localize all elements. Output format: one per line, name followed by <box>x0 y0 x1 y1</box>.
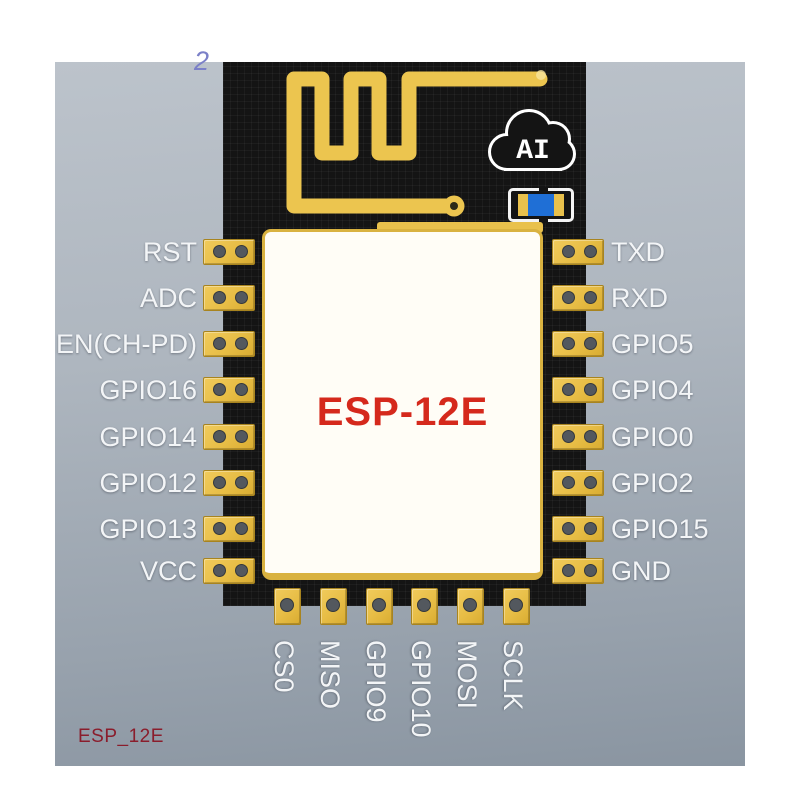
pad-hole <box>235 383 248 396</box>
pad-hole <box>562 245 575 258</box>
cloud-fill <box>491 112 573 168</box>
pad-hole <box>372 598 386 612</box>
pad-hole <box>562 337 575 350</box>
pad-hole <box>213 383 226 396</box>
pin-label-gpio2: GPIO2 <box>611 468 694 498</box>
pin-pad-bottom-gpio10 <box>411 588 438 625</box>
pad-hole <box>562 522 575 535</box>
pin-label-mosi: MOSI <box>452 640 482 710</box>
component-notch-top <box>539 187 548 192</box>
module-name-label: ESP-12E <box>316 390 489 434</box>
component-pad-left <box>518 194 528 216</box>
shield-area <box>262 229 543 580</box>
cloud-logo-text: AI <box>516 136 550 167</box>
pin-label-rst: RST <box>143 237 197 267</box>
pad-hole <box>584 245 597 258</box>
pin-pad-right-gpio0 <box>552 424 604 450</box>
pad-hole <box>213 476 226 489</box>
pad-hole <box>280 598 294 612</box>
stray-glyph: 2 <box>194 46 210 76</box>
pad-hole <box>584 291 597 304</box>
pad-hole <box>235 291 248 304</box>
pad-hole <box>562 564 575 577</box>
pin-pad-left-gpio14 <box>203 424 255 450</box>
pad-hole <box>562 383 575 396</box>
pin-pad-right-rxd <box>552 285 604 311</box>
pad-hole <box>584 522 597 535</box>
pin-label-adc: ADC <box>139 283 197 313</box>
pin-pad-bottom-gpio9 <box>366 588 393 625</box>
pad-hole <box>235 337 248 350</box>
pad-hole <box>235 564 248 577</box>
pad-hole <box>213 291 226 304</box>
pin-pad-right-gnd <box>552 558 604 584</box>
pad-hole <box>235 245 248 258</box>
smd-component-outline <box>508 187 574 223</box>
pad-hole <box>463 598 477 612</box>
pad-hole <box>213 245 226 258</box>
pin-label-gpio16: GPIO16 <box>99 375 197 405</box>
ai-thinker-cloud-logo: AI <box>488 109 576 171</box>
pin-pad-right-gpio5 <box>552 331 604 357</box>
pin-label-gpio9: GPIO9 <box>361 640 391 723</box>
pin-label-txd: TXD <box>611 237 665 267</box>
pin-pad-bottom-mosi <box>457 588 484 625</box>
pad-hole <box>235 476 248 489</box>
pad-hole <box>213 337 226 350</box>
pin-pad-bottom-cs0 <box>274 588 301 625</box>
pad-hole <box>562 430 575 443</box>
pin-label-gpio10: GPIO10 <box>406 640 436 738</box>
pin-label-rxd: RXD <box>611 283 669 313</box>
footer-watermark: ESP_12E <box>78 726 164 747</box>
pad-hole <box>213 522 226 535</box>
pin-pad-right-gpio2 <box>552 470 604 496</box>
pin-label-gpio12: GPIO12 <box>99 468 197 498</box>
pin-pad-left-rst <box>203 239 255 265</box>
pin-pad-left-gpio13 <box>203 516 255 542</box>
pad-hole <box>213 564 226 577</box>
pin-pad-bottom-sclk <box>503 588 530 625</box>
pad-hole <box>235 522 248 535</box>
pad-hole <box>417 598 431 612</box>
pad-hole <box>562 291 575 304</box>
pad-hole <box>584 383 597 396</box>
pin-label-sclk: SCLK <box>498 640 528 711</box>
pin-label-gpio14: GPIO14 <box>99 422 197 452</box>
pin-pad-left-en(ch-pd) <box>203 331 255 357</box>
pad-hole <box>584 430 597 443</box>
pin-label-gpio4: GPIO4 <box>611 375 694 405</box>
pin-label-en(ch-pd): EN(CH-PD) <box>56 329 197 359</box>
pin-pad-left-gpio16 <box>203 377 255 403</box>
pin-label-miso: MISO <box>315 640 345 710</box>
component-notch-bottom <box>539 218 548 223</box>
pin-pad-right-txd <box>552 239 604 265</box>
pin-label-gnd: GND <box>611 556 671 586</box>
pad-hole <box>584 564 597 577</box>
pad-hole <box>213 430 226 443</box>
pin-label-gpio13: GPIO13 <box>99 514 197 544</box>
smd-component <box>518 194 564 216</box>
pin-label-gpio15: GPIO15 <box>611 514 709 544</box>
pin-label-cs0: CS0 <box>269 640 299 693</box>
pin-label-vcc: VCC <box>139 556 197 586</box>
component-blue-body <box>528 194 554 216</box>
pad-hole <box>326 598 340 612</box>
pad-hole <box>562 476 575 489</box>
shield-top-gold-strip <box>377 222 543 233</box>
pin-pad-right-gpio4 <box>552 377 604 403</box>
pin-pad-left-gpio12 <box>203 470 255 496</box>
pad-hole <box>584 476 597 489</box>
pad-hole <box>584 337 597 350</box>
pin-pad-left-vcc <box>203 558 255 584</box>
pad-hole <box>235 430 248 443</box>
component-pad-right <box>554 194 564 216</box>
pin-label-gpio5: GPIO5 <box>611 329 694 359</box>
pad-hole <box>509 598 523 612</box>
pin-pad-bottom-miso <box>320 588 347 625</box>
pin-label-gpio0: GPIO0 <box>611 422 694 452</box>
pin-pad-left-adc <box>203 285 255 311</box>
pin-pad-right-gpio15 <box>552 516 604 542</box>
